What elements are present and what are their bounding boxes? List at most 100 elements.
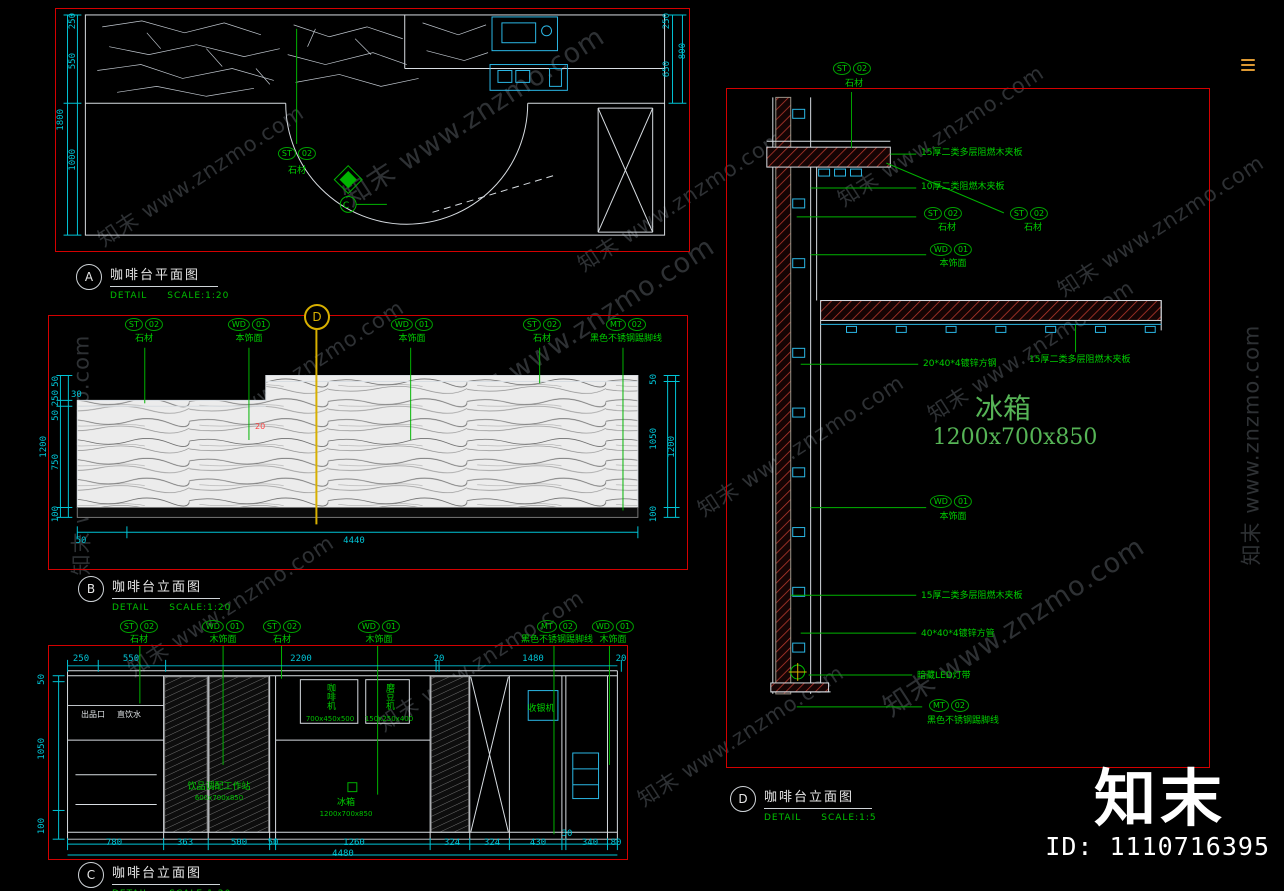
panel-c-titleblock: C 咖啡台立面图 DETAIL SCALE:1:20: [78, 862, 231, 891]
material-code: ST: [832, 62, 851, 75]
dimension-label: 324: [483, 838, 501, 848]
panel-letter-badge: B: [78, 576, 104, 602]
dimension-label: 1200: [667, 436, 677, 458]
panel-a-titleblock: A 咖啡台平面图 DETAIL SCALE:1:20: [76, 264, 229, 301]
dimension-label: 30: [561, 829, 573, 839]
material-code: ST: [1009, 207, 1028, 220]
material-code: ST: [923, 207, 942, 220]
material-desc: 本饰面: [939, 259, 967, 269]
material-desc: 石材: [129, 635, 149, 645]
panel-letter-badge: C: [78, 862, 104, 888]
dimension-label: 30: [71, 390, 82, 400]
note-plywood-10: 10厚二类阻燃木夹板: [921, 182, 1005, 192]
coffee-machine-size: 700x450x500: [305, 715, 355, 723]
dimension-label: 550: [68, 53, 78, 70]
scale-label: SCALE:1:5: [821, 813, 877, 823]
detail-label: DETAIL: [112, 603, 150, 613]
dimension-label: 1000: [68, 149, 78, 171]
fridge-name: 冰箱: [974, 392, 1032, 425]
dimension-label: 100: [51, 506, 61, 523]
material-desc: 石材: [287, 166, 307, 176]
dimension-label: 50: [51, 410, 61, 421]
grinder-size: 150x250x400: [364, 715, 414, 723]
material-code: 01: [381, 620, 401, 633]
watermark-text: 知末 www.znzmo.com: [1239, 324, 1264, 566]
dimension-label: 4440: [343, 536, 365, 546]
dimension-label: 650: [662, 61, 672, 78]
elevation-drawing: [52, 646, 622, 856]
panel-title: 咖啡台立面图: [112, 576, 221, 599]
material-desc: 黑色不锈钢踢脚线: [926, 716, 1000, 726]
material-desc: 木饰面: [599, 635, 627, 645]
panel-d-titleblock: D 咖啡台立面图 DETAIL SCALE:1:5: [730, 786, 877, 823]
fridge-size: 1200x700x850: [319, 810, 373, 818]
serving-label: 出品口: [81, 710, 105, 719]
dimension-label: 50: [267, 838, 279, 848]
red-dimension-mark: 20: [255, 422, 266, 431]
dimension-label: 50: [37, 674, 47, 685]
dimension-label: 2200: [290, 654, 312, 664]
detail-label: DETAIL: [112, 889, 149, 891]
coffee-machine-label: 咖啡机: [325, 683, 335, 710]
material-desc: 石材: [1023, 223, 1043, 233]
material-code: MT: [537, 620, 557, 633]
material-code: 01: [225, 620, 245, 633]
material-desc: 石材: [532, 334, 552, 344]
dimension-label: 50: [75, 536, 87, 546]
workstation-size: 600x700x850: [194, 794, 244, 802]
note-plywood-15-low: 15厚二类多层阻燃木夹板: [921, 591, 1023, 601]
dimension-label: 4480: [332, 849, 354, 859]
material-desc: 石材: [844, 79, 864, 89]
material-code: ST: [522, 318, 541, 331]
panel-letter-badge: D: [730, 786, 756, 812]
material-code: WD: [390, 318, 413, 331]
dimension-label: 50: [649, 374, 659, 385]
dimension-label: 1480: [522, 654, 544, 664]
material-code: 01: [251, 318, 271, 331]
material-desc: 本饰面: [235, 334, 263, 344]
material-code: 02: [139, 620, 159, 633]
material-code: 02: [282, 620, 302, 633]
material-code: ST: [119, 620, 138, 633]
dimension-label: 100: [649, 506, 659, 523]
material-desc: 本饰面: [939, 512, 967, 522]
material-code: WD: [929, 243, 952, 256]
dimension-label: 1260: [343, 838, 365, 848]
dimension-label: 363: [176, 838, 194, 848]
material-code: 01: [953, 243, 973, 256]
dimension-label: 20: [615, 654, 627, 664]
register-label: 收银机: [527, 704, 555, 714]
dimension-label: 550: [122, 654, 140, 664]
panel-title: 咖啡台平面图: [110, 264, 219, 287]
material-code: WD: [357, 620, 380, 633]
dimension-label: 430: [529, 838, 547, 848]
material-code: 01: [615, 620, 635, 633]
dimension-label: 250: [72, 654, 90, 664]
dimension-label: 250: [51, 390, 61, 407]
site-logo: 知末: [1093, 762, 1226, 835]
dimension-label: 100: [37, 818, 47, 835]
elevation-drawing: [56, 319, 680, 539]
dimension-label: 780: [105, 838, 123, 848]
material-code: 01: [953, 495, 973, 508]
fridge-label: 冰箱: [336, 798, 356, 808]
material-desc: 木饰面: [365, 635, 393, 645]
dimension-label: 250: [662, 13, 672, 30]
panel-title-texts: 咖啡台立面图 DETAIL SCALE:1:5: [764, 786, 877, 823]
dimension-label: 340: [581, 838, 599, 848]
material-code: 02: [558, 620, 577, 633]
menu-icon[interactable]: [1241, 59, 1255, 71]
note-plywood-15-mid: 15厚二类多层阻燃木夹板: [1029, 355, 1131, 365]
image-id: ID: 1110716395: [1045, 832, 1270, 861]
